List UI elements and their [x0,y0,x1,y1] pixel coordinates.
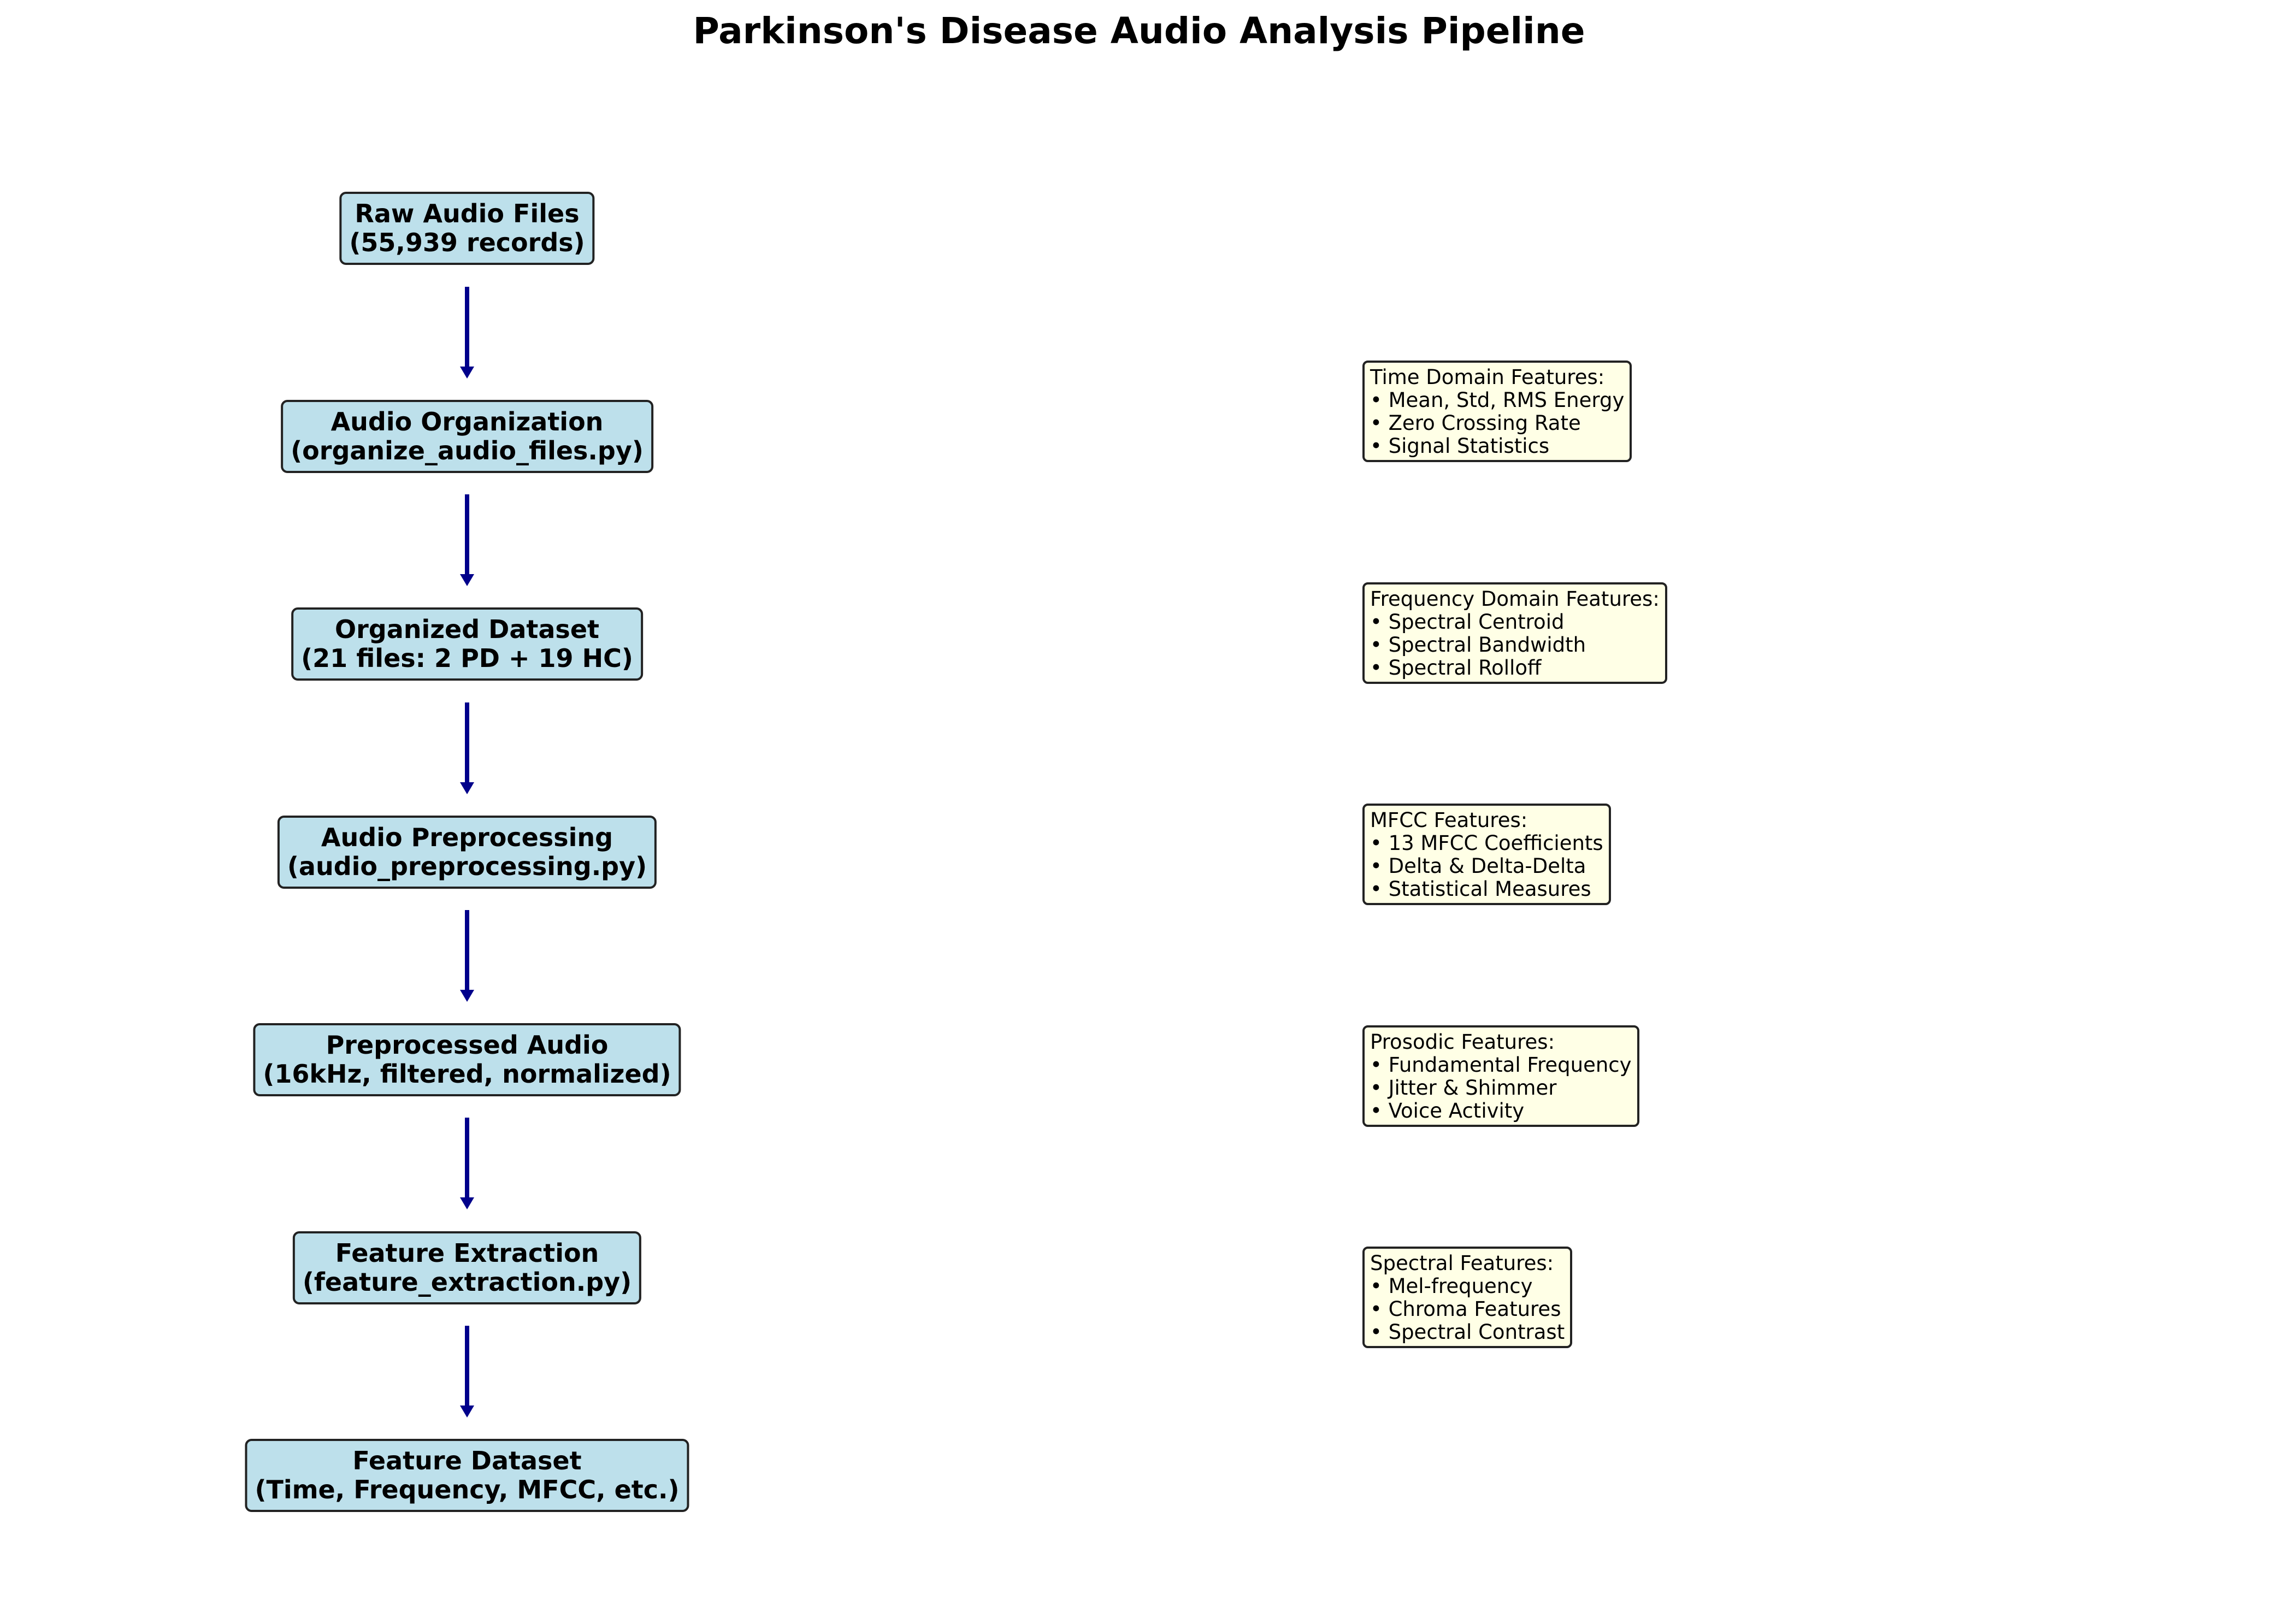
step-organized-dataset: Organized Dataset (21 files: 2 PD + 19 H… [291,607,643,681]
feature-item: • Spectral Bandwidth [1370,633,1586,657]
feature-box-title: MFCC Features: [1370,808,1528,832]
feature-box-title: Spectral Features: [1370,1251,1554,1275]
feature-item: • Voice Activity [1370,1099,1525,1123]
flow-arrow-head [460,1197,474,1209]
step-detail: (audio_preprocessing.py) [287,852,647,881]
step-label: Audio Preprocessing [321,823,613,852]
step-label: Audio Organization [331,407,604,436]
feature-box-prosodic: Prosodic Features: • Fundamental Frequen… [1362,1025,1639,1127]
step-detail: (55,939 records) [349,228,585,257]
step-preprocessed-audio: Preprocessed Audio (16kHz, filtered, nor… [253,1023,681,1096]
step-audio-preprocessing: Audio Preprocessing (audio_preprocessing… [277,816,657,889]
flow-arrow-head [460,782,474,794]
feature-box-title: Prosodic Features: [1370,1030,1555,1054]
feature-item: • Fundamental Frequency [1370,1053,1632,1077]
step-detail: (21 files: 2 PD + 19 HC) [301,643,633,673]
step-label: Preprocessed Audio [326,1030,609,1060]
step-label: Feature Dataset [352,1446,582,1475]
feature-item: • Spectral Rolloff [1370,656,1542,680]
step-label: Raw Audio Files [355,199,580,228]
step-label: Organized Dataset [334,615,600,644]
step-detail: (16kHz, filtered, normalized) [263,1059,671,1089]
feature-item: • Spectral Contrast [1370,1320,1565,1344]
feature-item: • Statistical Measures [1370,877,1591,901]
step-detail: (organize_audio_files.py) [291,436,644,465]
feature-box-time-domain: Time Domain Features: • Mean, Std, RMS E… [1362,361,1632,462]
flow-arrow-head [460,1406,474,1418]
step-feature-dataset: Feature Dataset (Time, Frequency, MFCC, … [245,1439,689,1512]
feature-item: • 13 MFCC Coefficients [1370,831,1603,855]
feature-box-spectral: Spectral Features: • Mel-frequency • Chr… [1362,1247,1573,1348]
feature-item: • Jitter & Shimmer [1370,1076,1557,1100]
step-label: Feature Extraction [335,1238,599,1268]
flow-arrow-head [460,367,474,379]
flow-arrow-head [460,990,474,1002]
feature-box-title: Frequency Domain Features: [1370,587,1660,611]
step-audio-organization: Audio Organization (organize_audio_files… [281,400,653,473]
step-detail: (feature_extraction.py) [302,1267,632,1297]
feature-item: • Mel-frequency [1370,1274,1533,1298]
feature-box-title: Time Domain Features: [1370,365,1605,389]
feature-item: • Mean, Std, RMS Energy [1370,388,1625,412]
step-detail: (Time, Frequency, MFCC, etc.) [255,1475,680,1504]
flow-arrow-head [460,574,474,586]
feature-item: • Spectral Centroid [1370,610,1565,634]
feature-item: • Chroma Features [1370,1297,1561,1321]
feature-item: • Signal Statistics [1370,434,1550,458]
feature-item: • Zero Crossing Rate [1370,411,1581,435]
feature-box-mfcc: MFCC Features: • 13 MFCC Coefficients • … [1362,804,1611,905]
step-raw-audio-files: Raw Audio Files (55,939 records) [339,192,595,265]
step-feature-extraction: Feature Extraction (feature_extraction.p… [292,1231,642,1304]
feature-item: • Delta & Delta-Delta [1370,854,1586,878]
feature-box-frequency-domain: Frequency Domain Features: • Spectral Ce… [1362,582,1667,684]
diagram-title: Parkinson's Disease Audio Analysis Pipel… [693,10,1585,52]
